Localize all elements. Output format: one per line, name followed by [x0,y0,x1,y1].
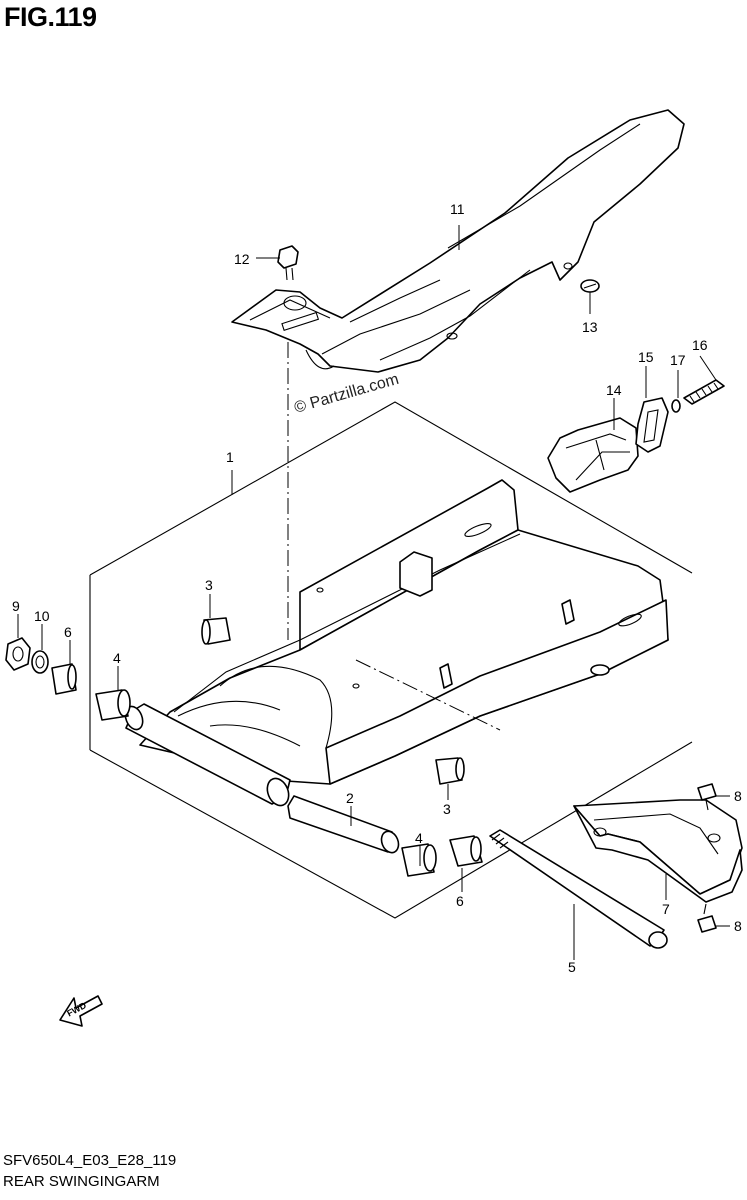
callout-10: 10 [34,608,50,624]
callout-8a: 8 [734,788,742,804]
swingarm-cross-tube [124,703,291,807]
part-3-bushing-lower[interactable] [435,757,465,785]
part-4-bearing-front[interactable] [95,689,131,721]
part-5-pivot-shaft[interactable] [489,829,668,949]
watermark: © Partzilla.com [292,371,400,417]
part-14-chain-guide-bracket[interactable] [547,417,639,493]
part-1-swingarm[interactable] [139,479,669,785]
part-6-spacer-left[interactable] [51,663,77,695]
part-7-chain-guide[interactable] [573,799,743,903]
part-16-adjusting-bolt[interactable] [683,379,725,405]
part-8-bolt-lower[interactable] [697,903,717,933]
diagram-name: REAR SWINGINGARM [3,1173,160,1190]
fwd-arrow-icon: FWD [59,995,103,1027]
callout-8b: 8 [734,918,742,934]
callout-1: 1 [226,449,234,465]
callout-12: 12 [234,251,250,267]
callout-15: 15 [638,349,654,365]
callout-6a: 6 [64,624,72,640]
assembly-frame [89,401,693,919]
figure-title: FIG.119 [4,2,97,32]
diagram-code: SFV650L4_E03_E28_119 [3,1152,177,1169]
callout-4b: 4 [415,830,423,846]
callout-5: 5 [568,959,576,975]
callout-3b: 3 [443,801,451,817]
part-3-bushing-upper[interactable] [201,617,231,645]
part-6-spacer-right[interactable] [449,835,483,867]
part-4-bearing-rear[interactable] [401,843,437,877]
part-2-pivot-tube[interactable] [287,795,402,855]
part-15-cover-plate[interactable] [635,397,669,453]
callout-4a: 4 [113,650,121,666]
callout-11: 11 [450,201,465,217]
part-10-washer[interactable] [31,650,49,674]
callout-7: 7 [662,901,670,917]
callout-16: 16 [692,337,708,353]
part-17-washer[interactable] [671,399,681,413]
callout-17: 17 [670,352,686,368]
callout-6b: 6 [456,893,464,909]
callout-2: 2 [346,790,354,806]
callout-3a: 3 [205,577,213,593]
callout-labels: 1 2 3 3 4 4 5 6 6 7 8 8 9 10 11 12 13 14… [12,201,742,975]
callout-13: 13 [582,319,598,335]
part-13-screw[interactable] [580,279,600,293]
leader-lines [17,225,730,960]
part-11-chain-case[interactable] [231,109,685,373]
part-12-bolt[interactable] [277,245,299,281]
part-9-nut[interactable] [5,637,31,671]
callout-14: 14 [606,382,622,398]
callout-9: 9 [12,598,20,614]
